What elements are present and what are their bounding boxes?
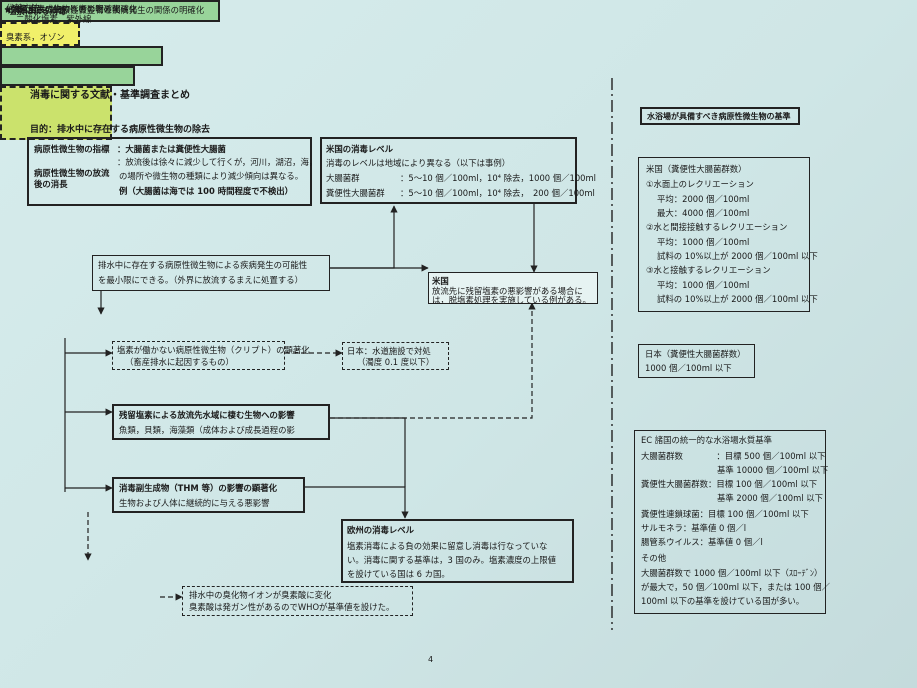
us-bathing-c2: ②水と間接接触するレクリエーション [646,222,788,232]
japan-water-text-2: （濁度 0.1 度以下） [357,357,435,367]
us-bathing-box: 米国（糞便性大腸菌群数） ①水面上のレクリエーション 平均：2000 個／100… [638,157,818,312]
ec-row-6: サルモネラ：基準値 0 個／l [641,523,747,533]
us-bathing-c3b: 試料の 10%以上が 2000 個／100ml 以下 [657,294,818,304]
fate-label: 病原性微生物の放流 [34,168,110,178]
bromate-box: 排水中の臭化物イオンが臭素酸に変化 臭素酸は発ガン性があるのでWHOが基準値を設… [182,586,413,616]
us-note-box: 米国 放流先に残留塩素の悪影響がある場合に は，脱塩素処理を実施している例がある… [428,272,598,305]
byproduct-label: ★消毒副生成物の影響の明確化 [0,4,135,86]
byproduct-box: 消毒副生成物（THM 等）の影響の顕著化 生物および人体に継続的に与える悪影響 [112,477,305,513]
indicator-label: 病原性微生物の指標 [34,144,110,154]
indicator-value: ：大腸菌または糞便性大腸菌 [117,144,226,154]
ec-row-11: 100ml 以下の基準を設けている国が多い。 [641,596,805,606]
crypto-text-1: 塩素が働かない病原性微生物（クリプト）の顕著化 [117,345,310,355]
purpose-text: 目的：排水中に存在する病原性微生物の除去 [30,125,211,135]
us-bathing-title: 米国（糞便性大腸菌群数） [646,164,747,174]
sewage-relation-label: ★下水由来の病原性微生物と疾病発生の関係の明確化 [0,0,220,22]
doc-title: 消毒に関する文献・基準調査まとめ [30,90,190,101]
fate-text-3: 例（大腸菌は海では 100 時間程度で不検出） [119,186,294,196]
byproduct-text-2: 生物および人体に継続的に与える悪影響 [119,498,270,508]
arrow-risk-to-us [330,205,398,269]
ec-row-7: 腸管系ウイルス：基準値 0 個／l [641,537,763,547]
ec-row-10: が最大で，50 個／100ml 以下，または 100 個／ [641,582,831,592]
ec-row-8: その他 [641,553,667,563]
japan-water-box: 日本：水道施設で対処 （濁度 0.1 度以下） [342,342,449,370]
eu-level-line-1: 塩素消毒による負の効果に留意し消毒は行なっていな [347,541,548,551]
ec-row-5: 糞便性連鎖球菌：目標 100 個／100ml 以下 [641,509,809,519]
us-level-fecal-value: ：5～10 個／100ml，10⁴ 除去， 200 個／100ml [400,188,595,198]
crypto-box: 塩素が働かない病原性微生物（クリプト）の顕著化 （畜産排水に起因するもの） [112,341,310,370]
bathing-standard-header-text: 水浴場が具備すべき病原性微生物の基準 [647,112,791,121]
us-level-title: 米国の消毒レベル [326,144,393,154]
us-bathing-c3a: 平均：1000 個／100ml [657,280,750,290]
residual-text-2: 魚類，貝類，海藻類（成体および成長過程の影 [119,425,295,435]
japan-water-text-1: 日本：水道施設で対処 [347,346,431,356]
arrow-byproduct-to-eu [305,486,409,519]
us-note-line-2: は，脱塩素処理を実施している例がある。 [432,295,591,305]
us-bathing-c2b: 試料の 10%以上が 2000 個／100ml 以下 [657,251,818,261]
sewage-relation-text: ★下水由来の病原性微生物と疾病発生の関係の明確化 [4,5,205,15]
ec-row-9: 大腸菌群数で 1000 個／100ml 以下（ｽﾛｰﾃﾞﾝ） [641,568,823,578]
ec-row-2: 基準 10000 個／100ml 以下 [717,465,829,475]
us-note-title: 米国 [432,276,449,286]
japan-bathing-box: 日本（糞便性大腸菌群数） 1000 個／100ml 以下 [638,344,755,378]
residual-chlorine-text: ★残留塩素の生物への影響の明確化 [4,4,138,14]
ec-row-3: 糞便性大腸菌群数：目標 100 個／100ml 以下 [641,479,818,489]
risk-box: 排水中に存在する病原性微生物による疾病発生の可能性 を最小限にできる。（外界に放… [92,255,330,291]
bathing-standard-header: 水浴場が具備すべき病原性微生物の基準 [640,107,800,125]
us-bathing-c1a: 平均：2000 個／100ml [657,194,750,204]
chlorine-label: 塩素による消毒 [8,6,67,16]
us-bathing-c3: ③水と接触するレクリエーション [646,265,771,275]
alternatives-title: 代替方法 [6,3,40,13]
us-level-box: 米国の消毒レベル 消毒のレベルは地域により異なる（以下は事例） 大腸菌群 ：5～… [320,137,596,204]
page-number: 4 [428,655,434,664]
us-level-coliform-value: ：5～10 個／100ml，10⁴ 除去，1000 個／100ml [400,173,596,183]
residual-chlorine-label: ★残留塩素の生物への影響の明確化 [0,4,163,66]
fate-label-2: 後の消長 [34,179,68,189]
eu-level-box: 欧州の消毒レベル 塩素消毒による負の効果に留意し消毒は行なっていな い。消毒に関… [341,519,574,583]
alternatives-line-2: 臭素系，オゾン [6,32,65,42]
alternatives-box: 代替方法 二酸化塩素，紫外線 臭素系，オゾン [0,3,112,140]
us-note-line-1: 放流先に残留塩素の悪影響がある場合に [432,286,583,296]
chlorine-disinfection-box: 塩素による消毒 [0,6,80,46]
bromate-text-1: 排水中の臭化物イオンが臭素酸に変化 [189,590,332,600]
us-level-fecal-label: 糞便性大腸菌群 [326,188,385,198]
ec-bathing-title: EC 諸国の統一的な水浴場水質基準 [641,435,773,445]
eu-level-line-2: い。消毒に関する基準は，3 国のみ。塩素濃度の上限値 [347,555,556,565]
us-bathing-c1b: 最大：4000 個／100ml [657,208,750,218]
byproduct-text-1: 消毒副生成物（THM 等）の影響の顕著化 [119,483,277,493]
byproduct-label-text: ★消毒副生成物の影響の明確化 [4,4,121,14]
japan-bathing-value: 1000 個／100ml 以下 [645,363,732,373]
japan-bathing-title: 日本（糞便性大腸菌群数） [645,349,746,359]
residual-box: 残留塩素による放流先水域に棲む生物への影響 魚類，貝類，海藻類（成体および成長過… [112,404,330,440]
crypto-text-2: （畜産排水に起因するもの） [125,357,234,367]
risk-text-1: 排水中に存在する病原性微生物による疾病発生の可能性 [98,260,308,270]
ec-row-4: 基準 2000 個／100ml 以下 [717,493,824,503]
ec-bathing-box: EC 諸国の統一的な水浴場水質基準 大腸菌群数 ：目標 500 個／100ml … [634,430,830,614]
alternatives-line-1: 二酸化塩素，紫外線 [16,14,92,24]
us-bathing-c1: ①水面上のレクリエーション [646,179,754,189]
fate-text-2: の場所や微生物の種類により減少傾向は異なる。 [119,171,304,181]
ec-row-1: 大腸菌群数 ：目標 500 個／100ml 以下 [641,451,826,461]
residual-text-1: 残留塩素による放流先水域に棲む生物への影響 [119,410,295,420]
bromate-text-2: 臭素酸は発ガン性があるのでWHOが基準値を設けた。 [189,602,395,612]
us-bathing-c2a: 平均：1000 個／100ml [657,237,750,247]
indicator-box: 病原性微生物の指標 ：大腸菌または糞便性大腸菌 病原性微生物の放流 後の消長 ：… [27,137,317,206]
eu-level-title: 欧州の消毒レベル [347,525,414,535]
us-level-line-1: 消毒のレベルは地域により異なる（以下は事例） [326,158,511,168]
arrow-residual-to-usnote [330,302,536,419]
fate-text-1: ：放流後は徐々に減少して行くが，河川，湖沼，海， [117,157,318,167]
us-level-coliform-label: 大腸菌群 [326,173,360,183]
risk-text-2: を最小限にできる。（外界に放流するまえに処置する） [98,275,304,285]
eu-level-line-3: を設けている国は 6 カ国。 [347,569,450,579]
